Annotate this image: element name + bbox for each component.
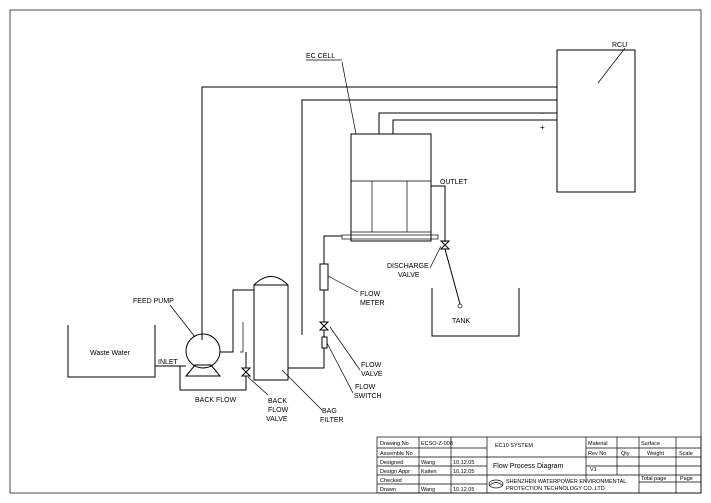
tb-material-label: Material <box>588 441 608 447</box>
flow-valve-leader <box>329 326 361 371</box>
waste-water-tank <box>67 325 156 378</box>
tb-drawing-no-value: ECSO-Z-008 <box>421 441 453 447</box>
flow-switch-label-2: SWITCH <box>354 393 382 400</box>
back-flow-valve-label-3: VALVE <box>266 416 288 423</box>
flow-switch-icon <box>321 336 328 349</box>
discharge-line <box>444 248 461 305</box>
ec-cell-label: EC CELL <box>306 53 335 60</box>
bag-filter-leader <box>281 369 323 411</box>
tb-scale-label: Scale <box>679 451 693 457</box>
outlet-line <box>431 185 446 242</box>
flow-meter-icon <box>319 263 329 291</box>
feed-line-to-rcu <box>201 86 557 340</box>
bag-filter-label-1: BAG <box>322 408 337 415</box>
tb-checked-label: Checked <box>380 478 402 484</box>
discharge-valve-label-2: VALVE <box>398 272 420 279</box>
return-line <box>301 99 557 335</box>
back-flow-label: BACK FLOW <box>195 397 237 404</box>
tb-company-1: SHENZHEN WATERPOWER ENVIRONMENTAL <box>506 479 626 485</box>
discharge-valve-label-1: DISCHARGE <box>387 263 429 270</box>
pump-to-filter-line <box>220 289 254 353</box>
flow-valve-label-1: FLOW <box>361 362 382 369</box>
drawing-border <box>9 9 702 494</box>
ec-cell-base <box>341 234 439 240</box>
tb-total-page-label: Total page <box>641 476 666 482</box>
tank-body <box>431 288 520 337</box>
title-block-frame <box>376 436 702 494</box>
discharge-valve-icon <box>439 240 451 250</box>
company-logo <box>488 479 504 489</box>
rcu-label: RCU <box>612 42 627 49</box>
ec-cell-leader <box>341 61 357 135</box>
tank-label: TANK <box>452 318 470 325</box>
tb-drawn-name: Wang <box>421 487 435 493</box>
tb-page-label: Page <box>680 476 693 482</box>
title-block: Drawing No ECSO-Z-008 Assemble No Design… <box>376 436 702 494</box>
tb-designed-date: 10.12.05 <box>453 460 474 466</box>
flow-valve-icon <box>318 321 330 331</box>
back-flow-line <box>179 366 247 391</box>
flow-valve-label-2: VALVE <box>361 371 383 378</box>
rcu-box <box>556 49 636 193</box>
tb-weight-label: Weight <box>647 451 664 457</box>
plus-label: + <box>540 123 545 132</box>
back-flow-valve-label-1: BACK <box>268 398 287 405</box>
back-flow-valve-leader <box>247 376 269 396</box>
feed-pump-leader <box>169 304 196 338</box>
tb-qty-label: Qty <box>621 451 630 457</box>
bag-filter-body <box>253 284 289 381</box>
tb-company-2: PROTECTION TECHNOLOGY CO.,LTD <box>506 486 605 492</box>
tb-design-appr-name: Kaiten <box>421 469 437 475</box>
tb-drawn-label: Drawn <box>380 487 396 493</box>
cell-inlet-line <box>323 235 342 264</box>
bag-filter-label-2: FILTER <box>320 417 344 424</box>
switch-to-filter <box>288 348 325 369</box>
feed-pump-base <box>184 364 222 377</box>
feed-pump-label: FEED PUMP <box>133 298 174 305</box>
tb-designed-label: Designed <box>380 460 403 466</box>
tb-title: Flow Process Diagram <box>493 463 564 470</box>
power-line-plus <box>392 119 557 134</box>
tb-surface-label: Surface <box>641 441 660 447</box>
tb-drawn-date: 10.12.05 <box>453 487 474 493</box>
inlet-label: INLET <box>158 359 179 366</box>
tb-design-appr-date: 10.12.05 <box>453 469 474 475</box>
back-flow-valve-label-2: FLOW <box>268 407 289 414</box>
discharge-valve-leader <box>429 245 442 269</box>
flow-meter-label-2: METER <box>360 300 385 307</box>
rcu-leader <box>597 47 626 84</box>
flow-meter-leader <box>327 275 359 293</box>
pump-outlet-stub <box>240 322 244 353</box>
tb-drawing-no-label: Drawing No <box>380 441 409 447</box>
tb-rev-no-label: Rev No <box>588 451 606 457</box>
outlet-label: OUTLET <box>440 179 468 186</box>
back-flow-valve-icon <box>240 367 252 377</box>
ec-cell-body <box>350 133 432 242</box>
feed-pump-icon <box>185 333 221 369</box>
tb-assemble-no-label: Assemble No <box>380 451 413 457</box>
minus-label: − <box>540 109 545 118</box>
waste-water-label: Waste Water <box>90 350 131 357</box>
tb-designed-name: Wang <box>421 460 435 466</box>
flow-meter-label-1: FLOW <box>360 291 381 298</box>
tank-inlet-nozzle <box>457 303 463 309</box>
tb-system: EC10 SYSTEM <box>495 443 533 449</box>
power-line-minus <box>378 112 557 134</box>
tb-design-appr-label: Design Appr <box>380 469 410 475</box>
flow-switch-leader <box>326 342 354 394</box>
flow-switch-label-1: FLOW <box>355 384 376 391</box>
bag-filter-dome <box>253 276 289 286</box>
tb-rev-value: V1 <box>590 467 597 473</box>
